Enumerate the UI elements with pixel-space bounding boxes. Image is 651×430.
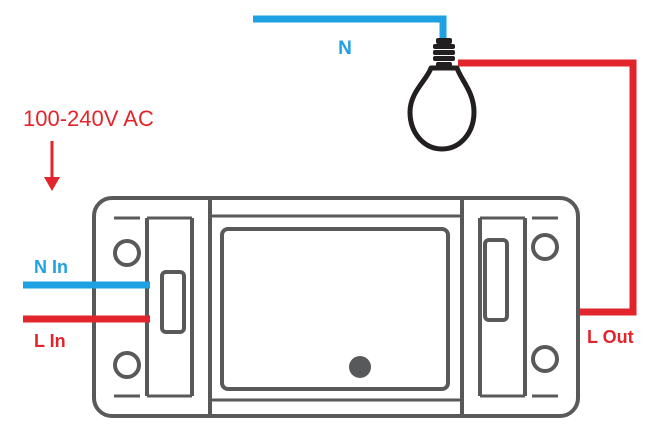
neutral-wire-top bbox=[253, 15, 447, 40]
right-terminal-slot bbox=[483, 238, 509, 322]
n-in-label: N In bbox=[34, 257, 68, 277]
l-out-label: L Out bbox=[587, 327, 634, 347]
lightbulb-icon bbox=[407, 38, 477, 152]
switch-device bbox=[92, 196, 580, 418]
voltage-label: 100-240V AC bbox=[23, 106, 154, 131]
left-terminal-slot bbox=[160, 270, 186, 334]
down-arrow-icon bbox=[44, 141, 60, 191]
neutral-label-top: N bbox=[338, 38, 352, 59]
screw-icon bbox=[531, 345, 559, 373]
center-panel-outer bbox=[208, 214, 464, 402]
center-panel-inner bbox=[220, 227, 450, 391]
l-in-label: L In bbox=[34, 331, 66, 351]
led-indicator-icon bbox=[349, 356, 371, 378]
screw-icon bbox=[113, 239, 141, 267]
screw-icon bbox=[113, 351, 141, 379]
screw-icon bbox=[531, 233, 559, 261]
